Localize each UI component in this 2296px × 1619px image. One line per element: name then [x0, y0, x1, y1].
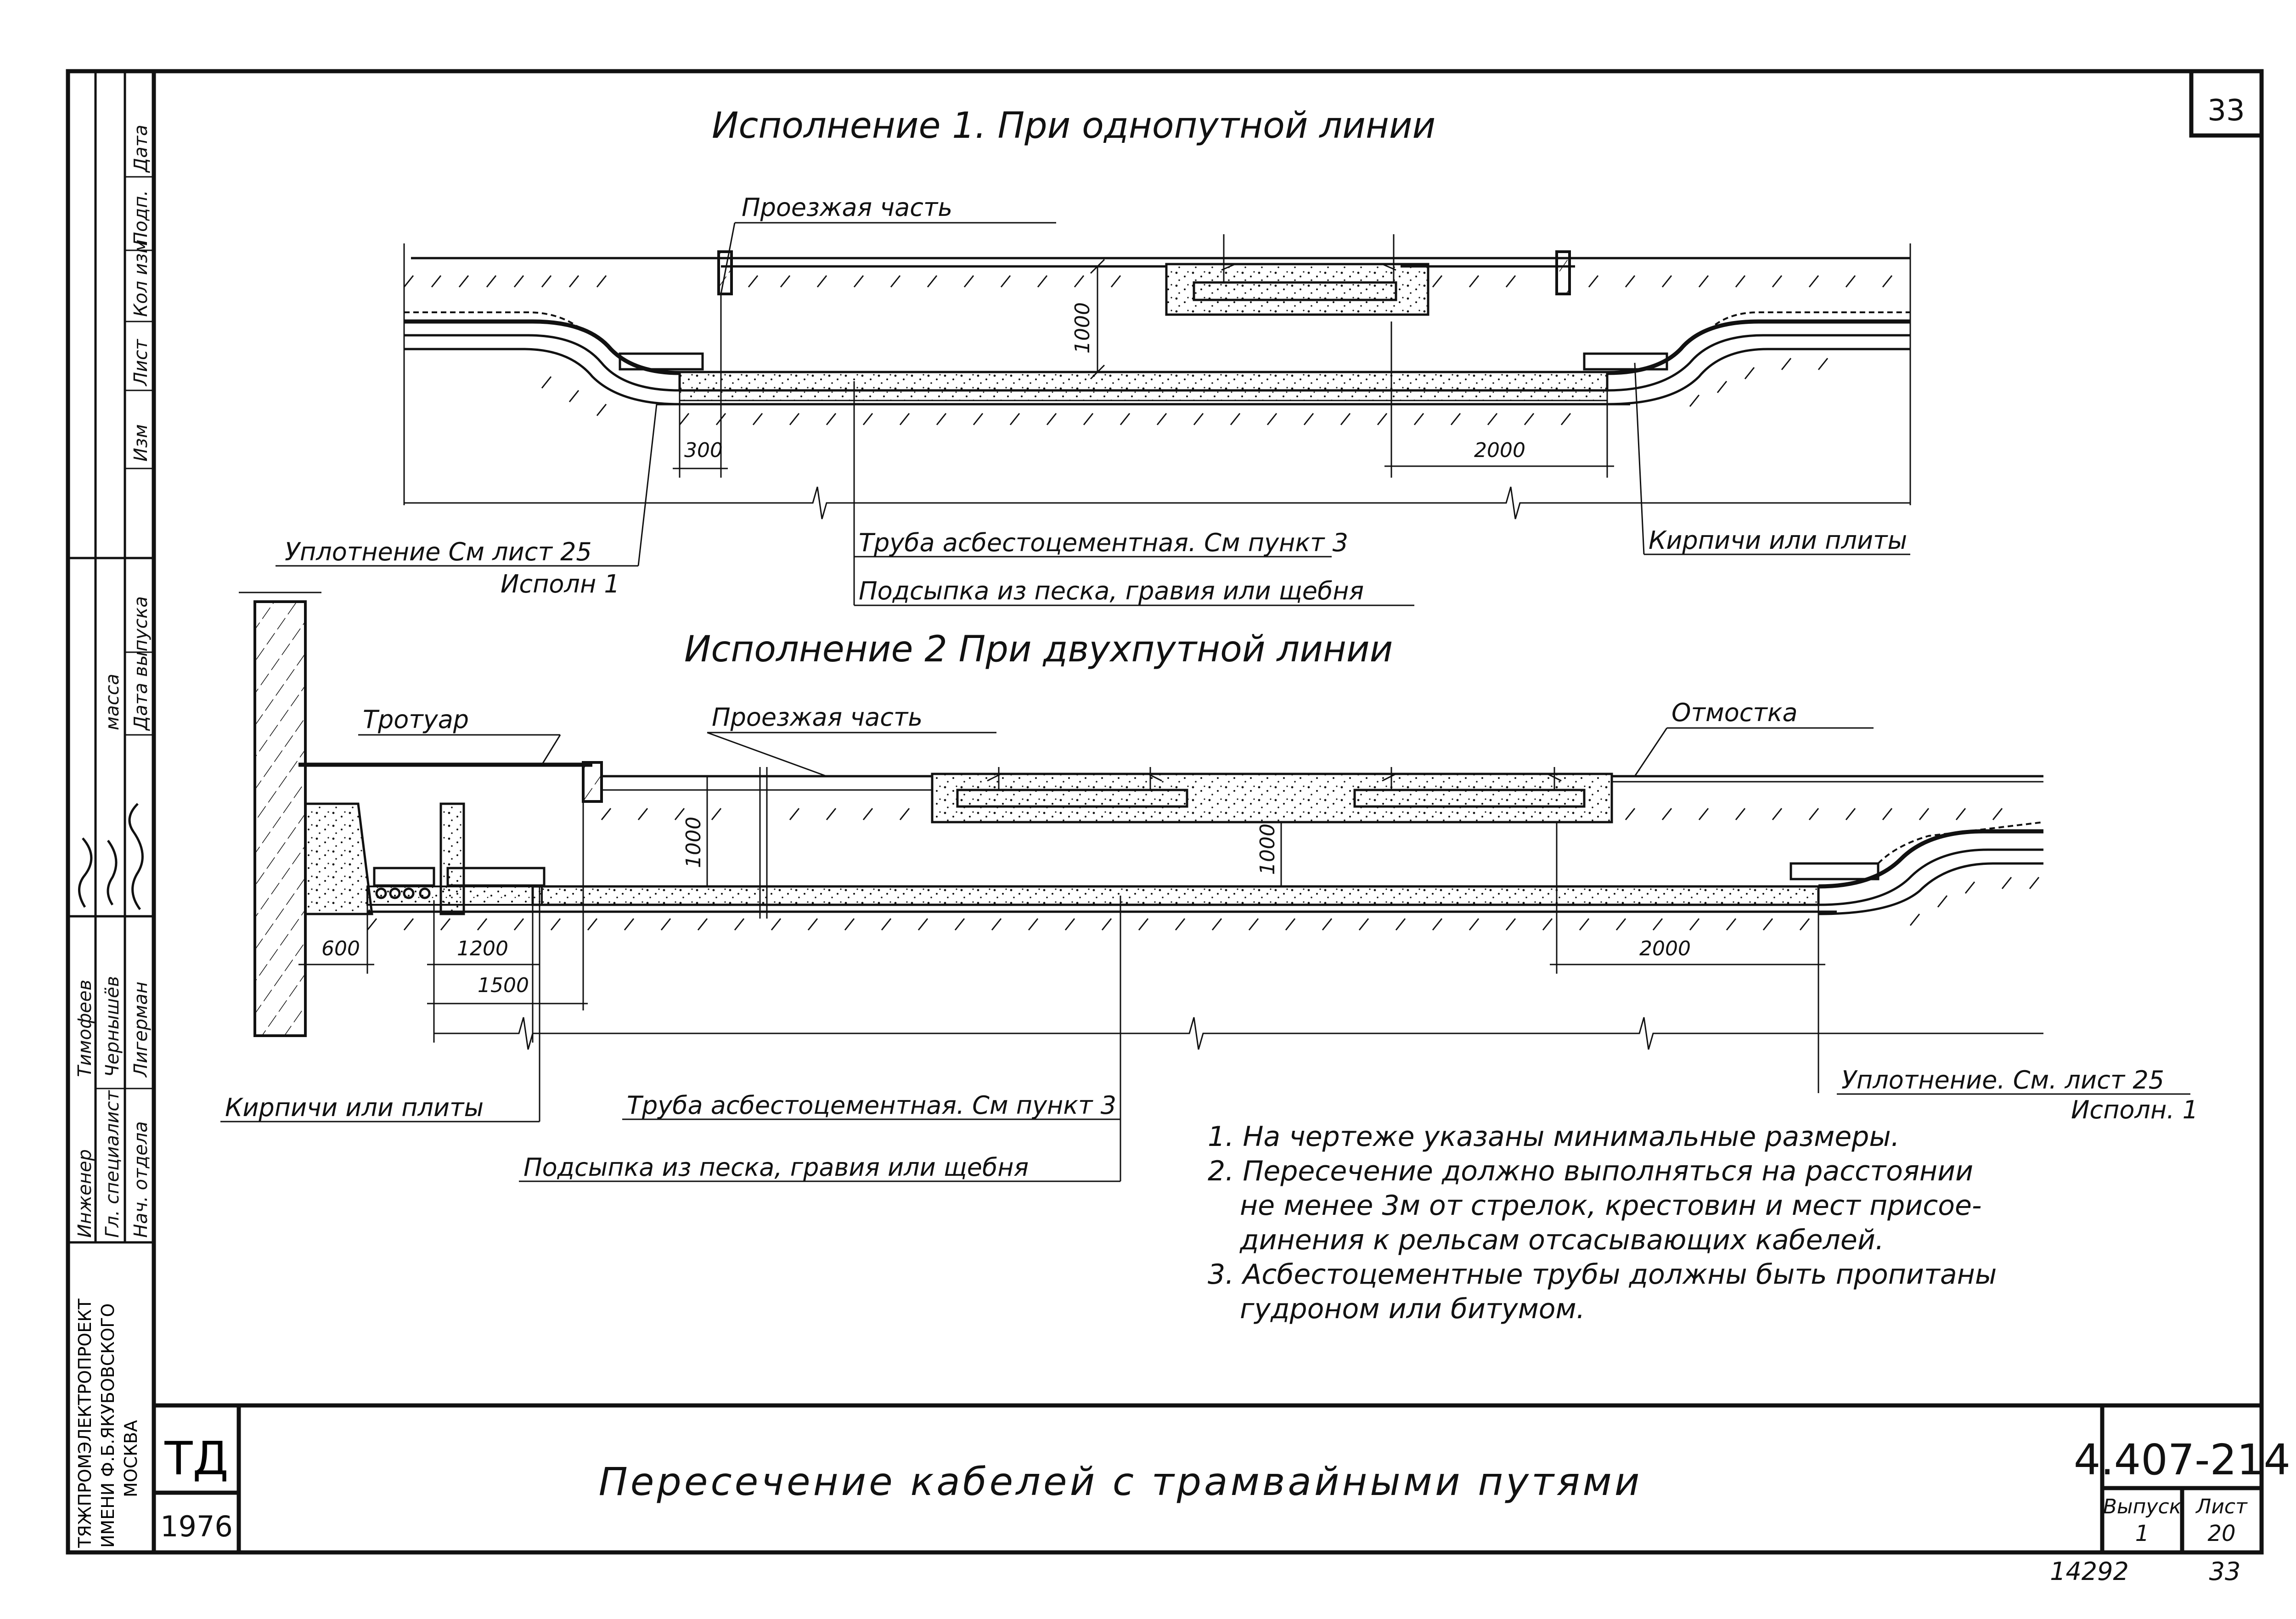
- bottom-page: 33: [2209, 1557, 2241, 1586]
- v1-break-line: [404, 486, 1910, 519]
- v1-label-roadway: Проезжая часть: [742, 193, 952, 222]
- v1-ground-hatch: [403, 275, 1893, 425]
- rev-header-date: Дата: [130, 124, 152, 173]
- v2-label-blind-area: Отмостка: [1671, 698, 1798, 727]
- note-line-4: динения к рельсам отсасывающих кабелей.: [1239, 1224, 1884, 1256]
- v2-dim-depth-mid: 1000: [1256, 824, 1279, 875]
- v1-dim-2000: 2000: [1474, 439, 1525, 462]
- document-code: 4.407-214: [2074, 1435, 2290, 1484]
- v2-pipe: [531, 885, 1820, 906]
- v1-pipe: [678, 371, 1609, 392]
- v1-label-pipe: Труба асбестоцементная. См пункт 3: [859, 528, 1348, 557]
- v1-dim-300: 300: [684, 439, 723, 462]
- mass-header: масса: [102, 674, 123, 730]
- note-line-6: гудроном или битумом.: [1240, 1293, 1585, 1325]
- variant2-section: Исполнение 2 При двухпутной линии: [220, 592, 2198, 1182]
- v2-dim-2000: 2000: [1639, 937, 1691, 960]
- v1-left-cable-bank: [404, 319, 680, 375]
- side-block: Изм Лист Кол изм Подп. Дата Дата выпуска…: [74, 124, 152, 1548]
- release-date-header: Дата выпуска: [130, 596, 152, 731]
- signer-role-eng: Инженер: [74, 1149, 96, 1238]
- v2-label-pipe: Труба асбестоцементная. См пункт 3: [627, 1091, 1116, 1120]
- v1-track-bed: [1165, 263, 1429, 316]
- org-line-1: ТЯЖПРОМЭЛЕКТРОПРОЕКТ: [75, 1298, 95, 1548]
- sheet-title: Пересечение кабелей с трамвайными путями: [599, 1459, 1643, 1504]
- note-line-2: 2. Пересечение должно выполняться на рас…: [1208, 1155, 1973, 1187]
- v2-break-line: [434, 1017, 2043, 1050]
- org-line-3: МОСКВА: [121, 1420, 141, 1497]
- bottom-note: 14292: [2050, 1557, 2129, 1586]
- v2-label-seal: Уплотнение. См. лист 25: [1841, 1066, 2164, 1094]
- rev-header-izm: Изм: [130, 424, 152, 462]
- v1-label-seal: Уплотнение См лист 25: [285, 537, 592, 566]
- title-block: 33 ТД 1976 Пересечение кабелей с трамвай…: [160, 94, 2290, 1586]
- v1-right-curb: [1555, 250, 1571, 295]
- note-line-3: не менее 3м от стрелок, крестовин и мест…: [1240, 1190, 1982, 1222]
- sheet-frame: [66, 69, 2264, 1555]
- sheet-label: Лист: [2195, 1495, 2248, 1518]
- variant1-title: Исполнение 1. При однопутной линии: [712, 105, 1435, 147]
- v2-dim-1200: 1200: [457, 937, 508, 960]
- note-line-1: 1. На чертеже указаны минимальные размер…: [1208, 1121, 1900, 1153]
- signer-role-spec: Гл. специалист: [102, 1090, 123, 1238]
- v2-building-wall: [253, 600, 307, 1037]
- sheet-value: 20: [2207, 1521, 2235, 1546]
- stamp-mark: ТД: [164, 1432, 228, 1485]
- v2-track-bed: [931, 773, 1613, 824]
- signer-name-head: Лигерман: [130, 982, 152, 1078]
- rev-header-podp: Подп.: [130, 190, 152, 246]
- signer-name-eng: Тимофеев: [74, 980, 96, 1077]
- org-line-2: ИМЕНИ Ф.Б.ЯКУБОВСКОГО: [98, 1303, 118, 1548]
- issue-value: 1: [2135, 1521, 2150, 1546]
- v2-label-fill: Подсыпка из песка, гравия или щебня: [523, 1153, 1029, 1182]
- variant2-title: Исполнение 2 При двухпутной линии: [684, 629, 1393, 670]
- issue-label: Выпуск: [2103, 1495, 2182, 1518]
- signer-role-head: Нач. отдела: [130, 1121, 152, 1238]
- page-number: 33: [2207, 94, 2245, 128]
- rev-header-list: Лист: [130, 338, 152, 387]
- v1-label-bricks: Кирпичи или плиты: [1649, 526, 1907, 555]
- note-line-5: 3. Асбестоцементные трубы должны быть пр…: [1208, 1258, 1997, 1291]
- notes-block: 1. На чертеже указаны минимальные размер…: [1208, 1121, 1997, 1325]
- v2-label-bricks: Кирпичи или плиты: [225, 1093, 484, 1122]
- signature-3: [78, 837, 93, 908]
- signature-1: [128, 803, 144, 910]
- variant1-section: Исполнение 1. При однопутной линии: [276, 105, 1911, 606]
- rev-header-kol: Кол изм: [130, 239, 152, 317]
- signer-name-spec: Чернышёв: [102, 976, 123, 1077]
- v2-dim-600: 600: [321, 937, 360, 960]
- v2-ground-hatch: [366, 808, 2040, 931]
- v1-label-seal-sub: Исполн 1: [501, 570, 620, 598]
- v2-label-sidewalk: Тротуар: [363, 705, 469, 734]
- v2-curb: [582, 761, 603, 803]
- v1-dim-depth: 1000: [1071, 302, 1094, 354]
- signature-2: [107, 840, 118, 906]
- v2-label-seal-sub: Исполн. 1: [2071, 1095, 2198, 1124]
- v1-right-cable-bank: [1607, 319, 1910, 375]
- v2-dim-depth-left: 1000: [682, 817, 705, 868]
- v1-label-fill: Подсыпка из песка, гравия или щебня: [859, 576, 1364, 605]
- v2-dim-1500: 1500: [478, 974, 529, 997]
- year: 1976: [160, 1510, 233, 1543]
- v2-label-roadway: Проезжая часть: [712, 703, 923, 732]
